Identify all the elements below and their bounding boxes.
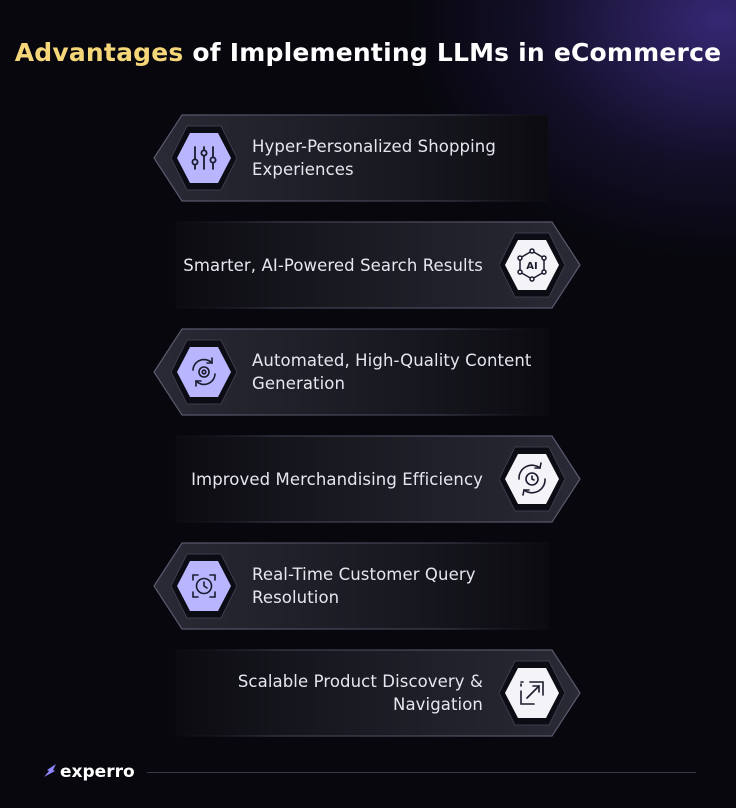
title-rest: of Implementing LLMs in eCommerce	[183, 38, 722, 67]
footer: experro	[0, 756, 736, 790]
advantage-label: Automated, High-Quality Content Generati…	[252, 351, 532, 393]
advantage-card: Improved Merchandising Efficiency	[0, 435, 736, 523]
title-highlight: Advantages	[14, 38, 184, 67]
advantage-label: Scalable Product Discovery & Navigation	[237, 672, 483, 714]
gear-refresh-icon	[171, 336, 237, 408]
footer-divider	[147, 772, 696, 773]
clock-icon	[171, 550, 237, 622]
advantage-card: Real-Time Customer Query Resolution	[0, 542, 736, 630]
advantage-card: Scalable Product Discovery & Navigation	[0, 649, 736, 737]
advantage-card: Automated, High-Quality Content Generati…	[0, 328, 736, 416]
card-outline	[175, 221, 581, 309]
svg-text:AI: AI	[526, 261, 537, 272]
card-outline	[153, 542, 549, 630]
card-outline	[175, 435, 581, 523]
page-title: Advantages of Implementing LLMs in eComm…	[0, 38, 736, 67]
advantage-label: Hyper-Personalized Shopping Experiences	[252, 137, 496, 179]
card-outline	[153, 114, 549, 202]
advantage-card: Hyper-Personalized Shopping Experiences	[0, 114, 736, 202]
ai-chip-icon: AI	[499, 229, 565, 301]
gear-arrows-icon	[499, 443, 565, 515]
card-outline	[175, 649, 581, 737]
advantage-label: Real-Time Customer Query Resolution	[252, 565, 476, 607]
expand-arrow-icon	[499, 657, 565, 729]
brand-name: experro	[60, 762, 135, 782]
experro-logo-icon	[44, 764, 56, 777]
card-outline	[153, 328, 549, 416]
sliders-icon	[171, 122, 237, 194]
advantage-card: AI Smarter, AI-Powered Search Results	[0, 221, 736, 309]
advantage-label: Smarter, AI-Powered Search Results	[183, 256, 483, 275]
advantage-label: Improved Merchandising Efficiency	[191, 470, 483, 489]
